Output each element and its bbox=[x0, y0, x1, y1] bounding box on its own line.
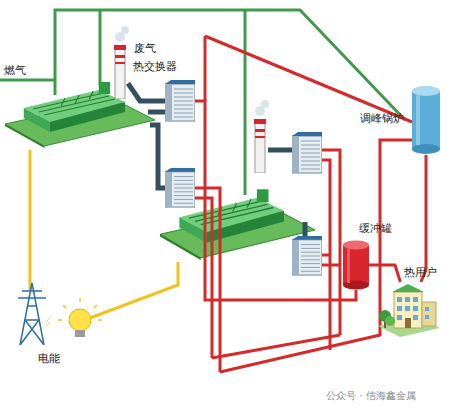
hot-water-pipe bbox=[322, 264, 340, 267]
buffer-tank-shape bbox=[343, 241, 369, 290]
hot-water-pipe bbox=[204, 36, 207, 101]
hot-water-pipe bbox=[220, 140, 412, 372]
heat-exchanger bbox=[165, 168, 195, 207]
watermark: 公众号 · 佶海鑫金属 bbox=[326, 389, 416, 402]
chimney-stack: 废气 bbox=[112, 44, 128, 99]
shape-label: 热用户 bbox=[404, 266, 437, 279]
power-line bbox=[90, 262, 178, 318]
peak-boiler: 调峰锅炉 bbox=[412, 85, 440, 155]
hot-water-pipe bbox=[195, 101, 356, 300]
hot-water-pipe bbox=[322, 160, 330, 350]
exhaust-duct bbox=[150, 125, 165, 188]
hot-water-pipe bbox=[205, 36, 412, 122]
heat-user-shape bbox=[378, 284, 440, 337]
exhaust-duct bbox=[128, 83, 165, 101]
chimney-stack-shape bbox=[114, 45, 126, 99]
heat-exchanger-shape bbox=[165, 80, 195, 121]
shape-label: 热交换器 bbox=[133, 60, 177, 73]
power-tower bbox=[18, 283, 46, 345]
heat-exchanger bbox=[292, 236, 322, 275]
buffer-tank: 缓冲罐 bbox=[343, 240, 369, 290]
gas-pipe bbox=[99, 10, 102, 85]
shape-label: 废气 bbox=[134, 42, 156, 55]
exhaust-duct bbox=[268, 148, 292, 153]
heat-user-shape bbox=[378, 282, 440, 337]
shape-label: 缓冲罐 bbox=[359, 222, 392, 235]
heat-exchanger bbox=[165, 132, 322, 275]
chimney-stack-shape bbox=[112, 44, 128, 99]
light-bulb bbox=[69, 309, 91, 331]
exhaust-duct bbox=[148, 112, 305, 236]
power-line bbox=[30, 150, 178, 318]
gas-pipe bbox=[244, 10, 247, 195]
gas-label: 燃气 bbox=[4, 64, 26, 77]
hot-water-pipe bbox=[421, 155, 426, 282]
chimney-stack bbox=[254, 119, 266, 173]
light-bulb bbox=[58, 298, 102, 337]
hot-water-pipe bbox=[369, 265, 400, 282]
peak-boiler-shape bbox=[412, 85, 440, 155]
heat-exchanger: 热交换器 bbox=[165, 80, 195, 122]
hot-water-pipe bbox=[195, 188, 220, 372]
power-tower bbox=[18, 283, 46, 345]
lightning-symbol bbox=[44, 314, 52, 330]
shape-label: 调峰锅炉 bbox=[360, 112, 404, 125]
power-line bbox=[29, 150, 32, 290]
light-bulb bbox=[75, 330, 85, 337]
hot-water-pipe bbox=[195, 36, 412, 372]
heat-exchanger bbox=[292, 132, 322, 173]
gas-pipe bbox=[0, 79, 55, 82]
buffer-tank-shape bbox=[343, 240, 369, 290]
hot-water-pipe bbox=[212, 335, 340, 358]
power-label: 电能 bbox=[38, 352, 60, 365]
exhaust-smoke bbox=[121, 26, 129, 34]
heat-exchanger-shape bbox=[165, 80, 195, 122]
chimney-stack bbox=[254, 119, 266, 173]
exhaust-duct bbox=[303, 222, 308, 236]
gas-engine bbox=[5, 82, 315, 260]
hot-water-pipe bbox=[322, 254, 330, 257]
heat-user: 热用户 bbox=[378, 282, 440, 337]
exhaust-duct bbox=[148, 110, 165, 115]
peak-boiler-shape bbox=[412, 86, 440, 154]
exhaust-smoke bbox=[261, 100, 269, 108]
